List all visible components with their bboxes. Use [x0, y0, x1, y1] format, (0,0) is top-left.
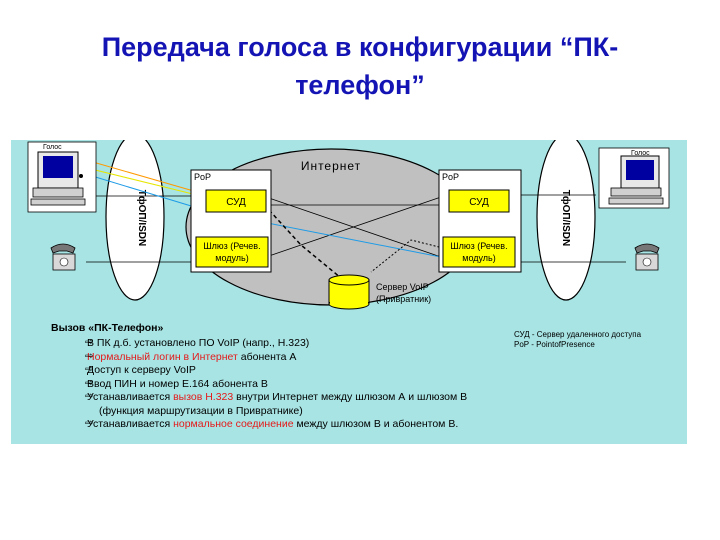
- step-text: абонента А: [237, 350, 297, 363]
- arrow-right-icon: ⇨: [85, 364, 94, 375]
- gateway-left-line2: модуль): [215, 253, 249, 263]
- arrow-right-icon: ⇨: [85, 391, 94, 402]
- server-label-line1: Сервер VoIP: [376, 282, 429, 292]
- step-item: ⇨ Устанавливается нормальное соединение …: [51, 418, 467, 432]
- isdn-right-oval: [536, 140, 596, 301]
- steps-list: ⇨В ПК д.б. установлено ПО VoIP (напр., H…: [51, 337, 467, 432]
- step-item: ⇨ Устанавливается вызов H.323 внутри Инт…: [51, 391, 467, 405]
- step-text: внутри Интернет между шлюзом А и шлюзом …: [233, 391, 468, 403]
- phone-right-icon: [634, 243, 660, 271]
- arrow-right-icon: ⇨: [85, 337, 94, 348]
- pop-left-label: PoP: [194, 172, 211, 182]
- step-item: (функция маршрутизации в Привратнике): [51, 405, 467, 419]
- legend-line-2: PoP - PointofPresence: [514, 340, 595, 349]
- legend-line-1: СУД - Сервер удаленного доступа: [514, 330, 642, 339]
- internet-label: Интернет: [301, 159, 361, 173]
- gateway-left-line1: Шлюз (Речев.: [203, 241, 260, 251]
- step-item: ⇨Ввод ПИН и номер E.164 абонента В: [51, 378, 467, 392]
- step-item: ⇨Доступ к серверу VoIP: [51, 364, 467, 378]
- pop-right-label: PoP: [442, 172, 459, 182]
- gateway-right-line1: Шлюз (Речев.: [450, 241, 507, 251]
- voice-path-yellow: [78, 165, 202, 197]
- signaling-path-dashed: [268, 209, 342, 279]
- sud-right-label: СУД: [469, 197, 489, 208]
- step-highlight: вызов H.323: [173, 391, 234, 403]
- pc-left-icon: [27, 141, 97, 213]
- voip-server-icon: [328, 274, 370, 310]
- isdn-left-label: ТфОП/ISDN: [136, 190, 148, 247]
- step-text: В ПК д.б. установлено ПО VoIP (напр., H.…: [87, 337, 310, 349]
- step-highlight: нормальное соединение: [173, 418, 294, 430]
- step-highlight: Нормальный логин в Интернет: [87, 350, 238, 363]
- sud-left-label: СУД: [226, 197, 246, 208]
- step-text: между шлюзом В и абонентом В.: [293, 418, 459, 430]
- diagram-panel: Интернет ТфОП/ISDN ТфОП/ISDN PoP СУД Шлю…: [11, 140, 687, 444]
- call-steps: Вызов «ПК-Телефон» ⇨В ПК д.б. установлен…: [51, 322, 467, 432]
- pc-right-icon: [598, 147, 670, 209]
- step-item: ⇨Нормальный логин в Интернет абонента А: [51, 351, 467, 365]
- step-text: (функция маршрутизации в Привратнике): [99, 404, 303, 417]
- sud-right-box: [448, 189, 510, 213]
- cross-line-2: [265, 196, 442, 258]
- steps-header: Вызов «ПК-Телефон»: [51, 322, 164, 334]
- pc-left-label: Голос: [43, 144, 62, 151]
- pc-right-label: Голос: [631, 150, 650, 157]
- step-text: Ввод ПИН и номер E.164 абонента В: [87, 377, 268, 390]
- server-label-line2: (Привратник): [376, 294, 431, 304]
- network-diagram: Интернет ТфОП/ISDN ТфОП/ISDN PoP СУД Шлю…: [27, 140, 670, 310]
- isdn-right-label: ТфОП/ISDN: [560, 190, 572, 247]
- sud-left-box: [205, 189, 267, 213]
- arrow-right-icon: ⇨: [85, 350, 94, 362]
- step-text: Устанавливается: [87, 391, 174, 403]
- step-text: Доступ к серверу VoIP: [87, 364, 196, 376]
- gateway-left-box: [195, 236, 269, 268]
- arrow-right-icon: ⇨: [85, 418, 94, 429]
- dotted-path-gw: [370, 239, 452, 273]
- gateway-right-box: [442, 236, 516, 268]
- step-item: ⇨В ПК д.б. установлено ПО VoIP (напр., H…: [51, 337, 467, 351]
- isdn-left-oval: [105, 140, 165, 301]
- phone-left-icon: [50, 243, 76, 271]
- step-text: Устанавливается: [87, 418, 174, 430]
- gateway-right-line2: модуль): [462, 253, 496, 263]
- arrow-right-icon: ⇨: [85, 377, 94, 389]
- legend: СУД - Сервер удаленного доступа PoP - Po…: [514, 330, 641, 350]
- slide-title: Передача голоса в конфигурации “ПК-телеф…: [101, 32, 619, 100]
